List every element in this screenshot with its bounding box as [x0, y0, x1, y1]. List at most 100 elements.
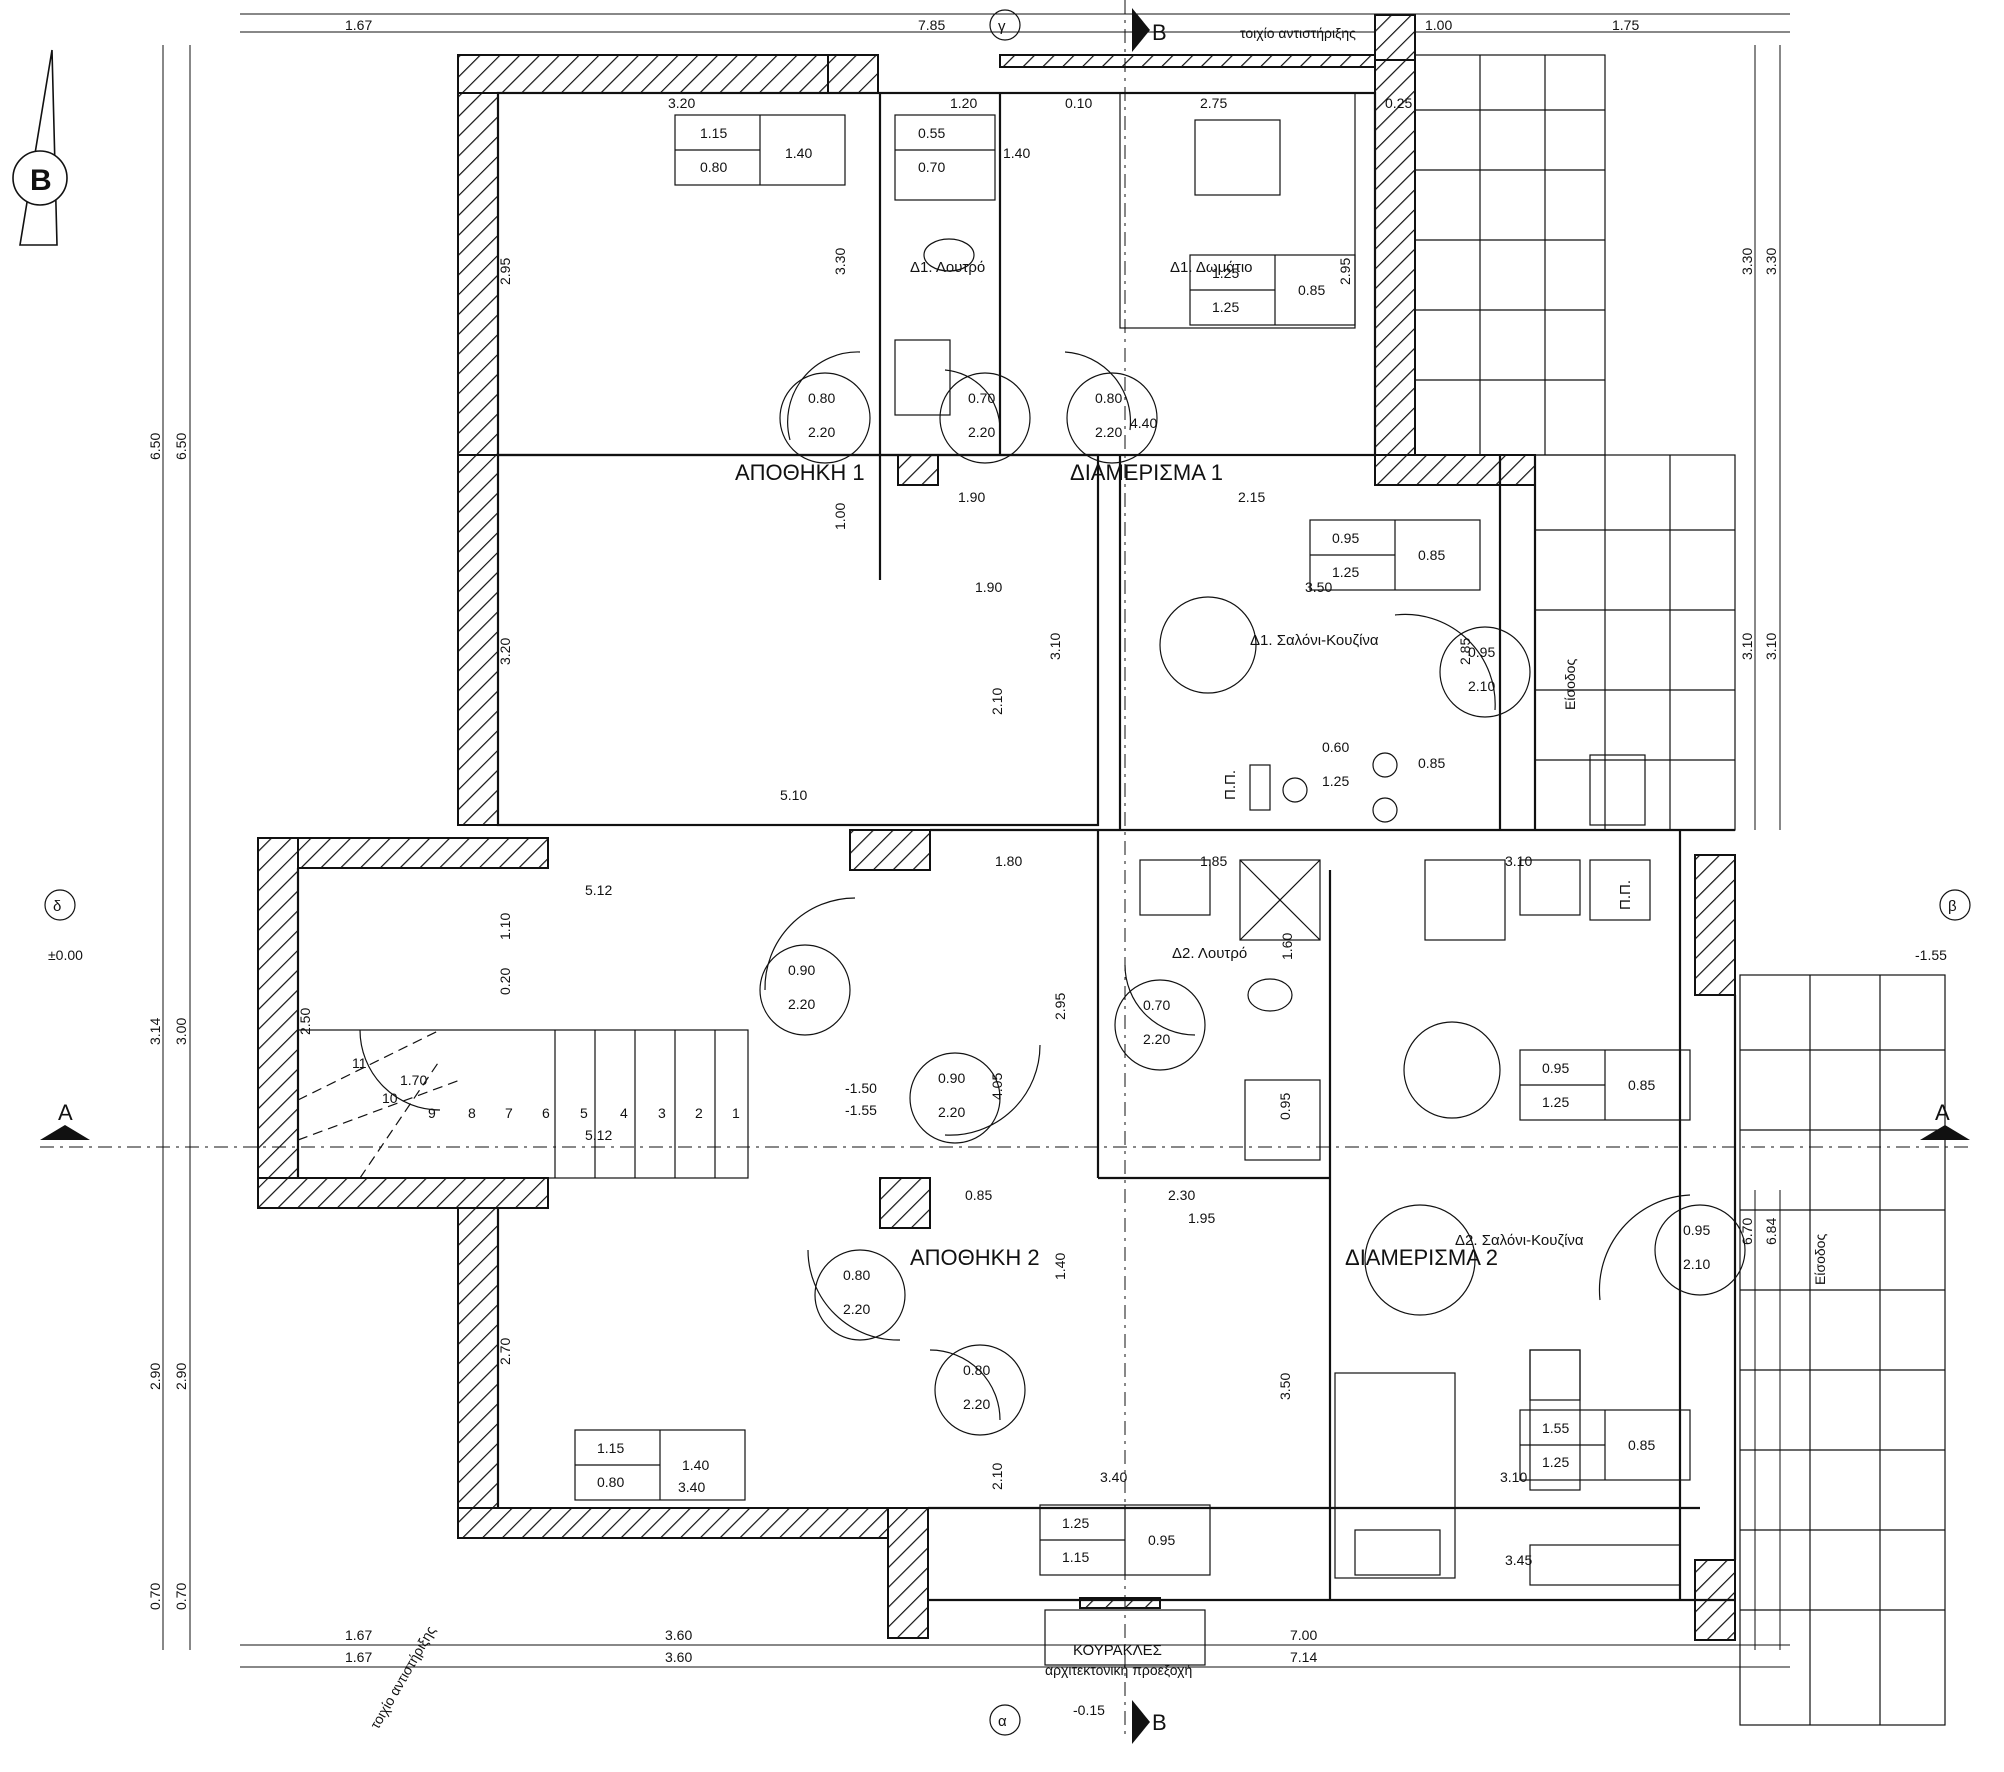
level-right: -1.55: [1915, 947, 1947, 963]
north-arrow-icon: B: [12, 49, 68, 246]
opening-label: 1.40: [1003, 145, 1030, 161]
dim-label: 2.10: [989, 1463, 1005, 1490]
level-bottom: -0.15: [1073, 1702, 1105, 1718]
dim-label: 3.30: [1763, 248, 1779, 275]
opening-label: 0.90: [788, 962, 815, 978]
opening-label: 2.20: [788, 996, 815, 1012]
opening-label: 0.60: [1322, 739, 1349, 755]
dimension-labels: 1.67 7.85 1.00 1.75 1.67 3.60 7.00 1.67 …: [147, 17, 1779, 1665]
opening-label: 1.25: [1332, 564, 1359, 580]
section-a-right: A: [1935, 1100, 1950, 1125]
pp2-label: Π.Π.: [1617, 880, 1634, 910]
svg-text:B: B: [30, 164, 52, 197]
opening-label: 0.80: [808, 390, 835, 406]
dim-label: 2.50: [297, 1008, 313, 1035]
dim-label: 1.90: [958, 489, 985, 505]
dim-label: 3.60: [665, 1627, 692, 1643]
dim-label: 3.10: [1047, 633, 1063, 660]
opening-label: 1.15: [597, 1440, 624, 1456]
room-bed1: Δ1. Δωμάτιο: [1170, 259, 1253, 276]
dim-label: 0.10: [1065, 95, 1092, 111]
axis-alpha: α: [998, 1713, 1007, 1730]
dim-label: 6.84: [1763, 1218, 1779, 1245]
dim-label: 2.15: [1238, 489, 1265, 505]
dim-label: 3.20: [497, 638, 513, 665]
dim-label: 0.85: [965, 1187, 992, 1203]
opening-label: 1.40: [785, 145, 812, 161]
stair-step-number: 8: [468, 1105, 476, 1121]
dim-label: 2.90: [173, 1363, 189, 1390]
projection-label: αρχιτεκτονική προεξοχή: [1045, 1662, 1192, 1678]
dim-label: 0.25: [1385, 95, 1412, 111]
axis-gamma: γ: [998, 18, 1006, 35]
opening-label: 0.85: [1628, 1077, 1655, 1093]
room-apt2: ΔΙΑΜΕΡΙΣΜΑ 2: [1345, 1245, 1498, 1270]
dim-label: 1.67: [345, 1627, 372, 1643]
dim-label: 2.10: [989, 688, 1005, 715]
dim-label: 2.85: [1457, 638, 1473, 665]
dim-label: 1.00: [832, 503, 848, 530]
axis-delta: δ: [53, 898, 61, 915]
room-storage2: ΑΠΟΘΗΚΗ 2: [910, 1245, 1040, 1270]
opening-label: 0.80: [843, 1267, 870, 1283]
hatched-walls: [257, 14, 1736, 1641]
dim-label: 3.10: [1505, 853, 1532, 869]
dim-label: 1.10: [497, 913, 513, 940]
opening-label: 2.20: [938, 1104, 965, 1120]
section-lines: [40, 0, 1970, 1744]
opening-label: 2.20: [968, 424, 995, 440]
dim-label: 3.10: [1763, 633, 1779, 660]
dim-label: 4.05: [989, 1073, 1005, 1100]
opening-label: 1.25: [1542, 1094, 1569, 1110]
dim-label: 5.12: [585, 1127, 612, 1143]
stair-step-number: 1: [732, 1105, 740, 1121]
opening-label: 1.55: [1542, 1420, 1569, 1436]
entrance1-label: Είσοδος: [1562, 659, 1578, 710]
opening-label: 2.20: [808, 424, 835, 440]
opening-label: 0.90: [938, 1070, 965, 1086]
opening-label: 2.20: [963, 1396, 990, 1412]
opening-label: 0.95: [1332, 530, 1359, 546]
opening-label: 1.15: [700, 125, 727, 141]
dim-label: 1.67: [345, 17, 372, 33]
dim-label: 7.85: [918, 17, 945, 33]
level-left: ±0.00: [48, 947, 83, 963]
pp1-label: Π.Π.: [1222, 770, 1239, 800]
opening-boxes: [574, 114, 1746, 1666]
stair-step-number: 4: [620, 1105, 628, 1121]
dim-label: 2.90: [147, 1363, 163, 1390]
stair-step-number: 2: [695, 1105, 703, 1121]
opening-label: 0.80: [700, 159, 727, 175]
opening-label: 1.25: [1062, 1515, 1089, 1531]
opening-label: 1.25: [1212, 299, 1239, 315]
opening-label: 2.20: [1143, 1031, 1170, 1047]
opening-label: 2.20: [1095, 424, 1122, 440]
room-living2: Δ2. Σαλόνι-Κουζίνα: [1455, 1232, 1584, 1249]
stair-step-number: 9: [428, 1105, 436, 1121]
opening-label: 1.40: [682, 1457, 709, 1473]
dim-label: 2.95: [1052, 993, 1068, 1020]
section-a-left: A: [58, 1100, 73, 1125]
dim-label: 3.14: [147, 1018, 163, 1045]
retaining-wall-bottom-label: τοιχίο αντιστήριξης: [367, 1623, 439, 1732]
dim-label: 2.95: [1337, 258, 1353, 285]
dim-label: 1.90: [975, 579, 1002, 595]
room-bath2: Δ2. Λουτρό: [1172, 945, 1247, 962]
dim-label: 2.70: [497, 1338, 513, 1365]
dim-label: 3.50: [1305, 579, 1332, 595]
dim-label: 3.40: [678, 1479, 705, 1495]
opening-label: 2.10: [1683, 1256, 1710, 1272]
dim-label: 1.67: [345, 1649, 372, 1665]
opening-label: 0.85: [1298, 282, 1325, 298]
kourakles-label: ΚΟΥΡΑΚΛΕΣ: [1073, 1642, 1162, 1659]
staircase: [297, 1029, 749, 1179]
opening-label: 2.10: [1468, 678, 1495, 694]
dim-label: 5.12: [585, 882, 612, 898]
room-labels: ΑΠΟΘΗΚΗ 1 ΔΙΑΜΕΡΙΣΜΑ 1 ΑΠΟΘΗΚΗ 2 ΔΙΑΜΕΡΙ…: [735, 259, 1584, 1270]
outer-dimension-lines: [162, 13, 1790, 1668]
stair-step-number: 6: [542, 1105, 550, 1121]
dim-label: 2.95: [497, 258, 513, 285]
dim-label: 6.50: [173, 433, 189, 460]
